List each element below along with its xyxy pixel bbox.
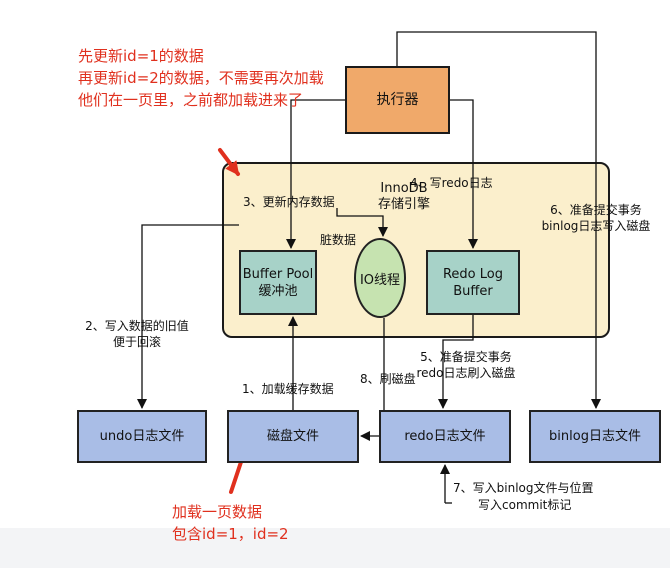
step-3-label: 3、更新内存数据: [243, 195, 335, 209]
step-2-line1: 2、写入数据的旧值: [85, 319, 189, 333]
step-7-line1: 7、写入binlog文件与位置: [453, 481, 594, 495]
binlog-file-label: binlog日志文件: [549, 429, 641, 444]
note-bottom-line2: 包含id=1，id=2: [172, 525, 289, 543]
redo-log-buffer-label-line2: Buffer: [453, 283, 493, 299]
edge-executor-buffer-pool: [286, 99, 345, 249]
disk-file-label: 磁盘文件: [266, 429, 319, 444]
dirty-data-label: 脏数据: [320, 233, 357, 247]
step-2-line2: 便于回滚: [112, 335, 161, 349]
undo-log-file-label: undo日志文件: [99, 429, 185, 444]
buffer-pool-label-line1: Buffer Pool: [242, 266, 314, 282]
note-bottom-line1: 加载一页数据: [172, 503, 263, 521]
note-top-line2: 再更新id=2的数据，不需要再次加载: [78, 69, 324, 87]
redo-log-file-box: redo日志文件: [379, 410, 511, 463]
step-7-line2: 写入commit标记: [478, 498, 572, 512]
disk-file-box: 磁盘文件: [227, 410, 359, 463]
redo-log-buffer-box: Redo Log Buffer: [426, 250, 520, 315]
edge-executor-redo-buffer: [450, 99, 478, 249]
step-6-line2: binlog日志写入磁盘: [541, 219, 651, 233]
redo-log-buffer-label-line1: Redo Log: [442, 266, 503, 282]
step-6-label: 6、准备提交事务 binlog日志写入磁盘: [526, 202, 666, 234]
buffer-pool-box: Buffer Pool 缓冲池: [239, 250, 317, 315]
red-arrow-top: [218, 148, 240, 176]
step-5-line2: redo日志刷入磁盘: [416, 366, 516, 380]
note-top-line3: 他们在一页里，之前都加载进来了: [78, 91, 304, 109]
executor-label: 执行器: [376, 91, 419, 108]
innodb-label-line1: InnoDB: [380, 181, 428, 196]
innodb-label-line2: 存储引擎: [377, 197, 430, 212]
note-top-line1: 先更新id=1的数据: [78, 47, 204, 65]
edge-executor-binlog: [396, 31, 601, 409]
step-2-label: 2、写入数据的旧值 便于回滚: [68, 318, 206, 350]
io-thread-circle: IO线程: [354, 238, 406, 318]
edge-redo-buffer-file: [438, 315, 474, 409]
step-5-line1: 5、准备提交事务: [420, 350, 512, 364]
step-8-label: 8、刷磁盘: [360, 372, 416, 386]
executor-box: 执行器: [345, 66, 450, 134]
undo-log-file-box: undo日志文件: [77, 410, 207, 463]
edge-dirty-io: [336, 208, 388, 237]
innodb-label: InnoDB 存储引擎: [374, 181, 434, 213]
step-1-label: 1、加载缓存数据: [242, 382, 334, 396]
redo-log-file-label: redo日志文件: [404, 429, 486, 444]
io-thread-label: IO线程: [359, 272, 401, 288]
edge-buffer-pool-undo: [137, 224, 239, 409]
binlog-file-box: binlog日志文件: [529, 410, 661, 463]
step-6-line1: 6、准备提交事务: [550, 203, 642, 217]
bottom-band: [0, 528, 670, 568]
buffer-pool-label-line2: 缓冲池: [258, 283, 298, 299]
step-4-label: 4、写redo日志: [410, 176, 493, 190]
step-5-label: 5、准备提交事务 redo日志刷入磁盘: [405, 349, 527, 381]
